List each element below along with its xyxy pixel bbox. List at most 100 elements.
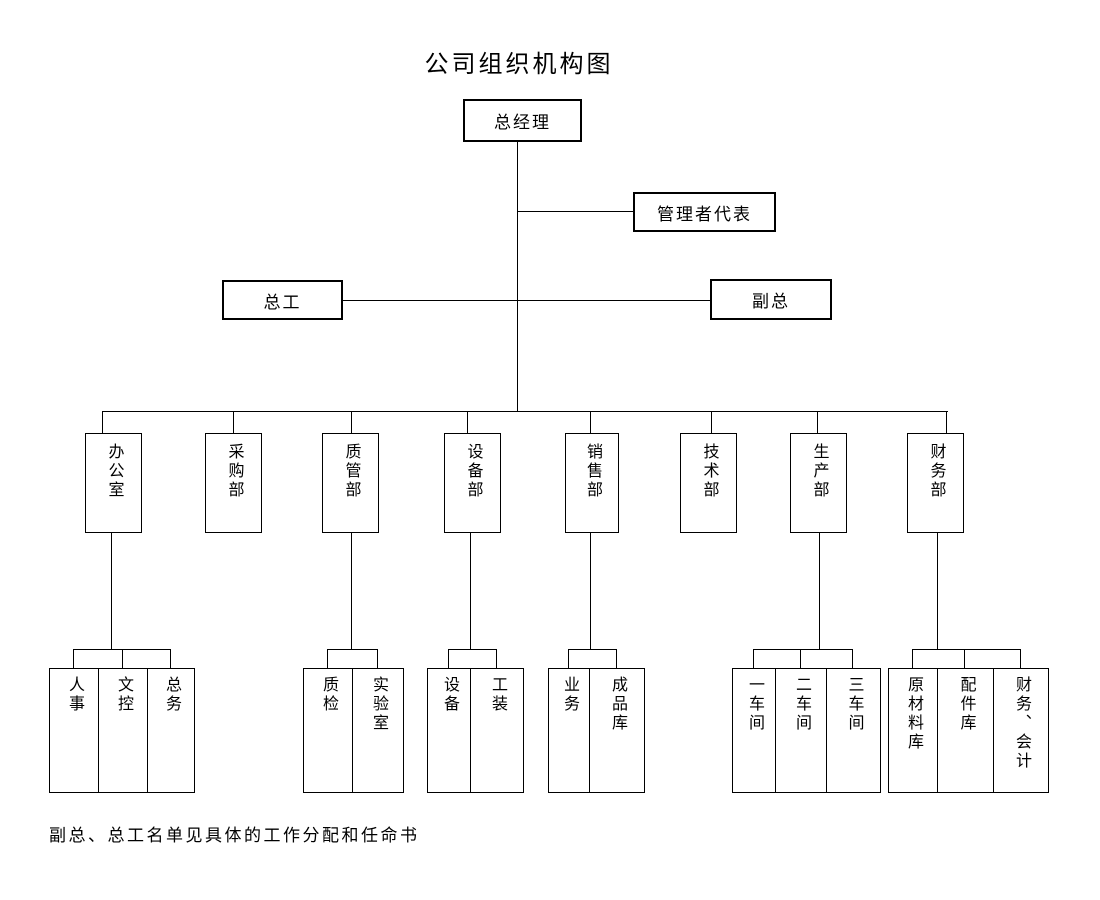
sub-box-hr: 人事 [49,668,99,793]
footnote: 副总、总工名单见具体的工作分配和任命书 [49,826,420,845]
box-chief-engineer: 总工 [222,280,343,320]
bracket-finance [912,649,1021,650]
sub-box-workshop-2: 二车间 [775,668,827,793]
general-manager-label: 总经理 [494,113,551,132]
connector-stub-office [102,411,103,433]
dept-box-production: 生产部 [790,433,847,533]
connector-stub-technology [711,411,712,433]
sub-box-parts: 配件库 [937,668,994,793]
sub-box-quality-inspection: 质检 [303,668,353,793]
bracket-quality-stub-2 [377,649,378,668]
sub-business-label: 业务 [561,676,578,714]
bracket-finance-stub-2 [964,649,965,668]
sub-workshop-3-label: 三车间 [845,676,863,733]
dept-box-quality: 质管部 [322,433,379,533]
sub-finished-goods-label: 成品库 [609,676,626,733]
sub-box-laboratory: 实验室 [352,668,404,793]
bracket-sales [568,649,617,650]
box-management-representative: 管理者代表 [633,192,776,232]
bracket-finance-stub-3 [1020,649,1021,668]
sub-raw-materials-label: 原材料库 [905,676,922,752]
deputy-general-manager-label: 副总 [752,292,790,311]
connector-trunk-vertical [517,141,518,411]
connector-office-children [111,533,112,649]
dept-production-label: 生产部 [810,443,828,500]
sub-box-business: 业务 [548,668,590,793]
sub-box-workshop-1: 一车间 [732,668,776,793]
management-representative-label: 管理者代表 [657,204,752,224]
sub-box-raw-materials: 原材料库 [888,668,938,793]
dept-box-sales: 销售部 [565,433,619,533]
subgroup-quality: 质检 实验室 [303,668,404,793]
sub-doc-control-label: 文控 [115,676,132,714]
dept-box-purchasing: 采购部 [205,433,262,533]
bracket-equipment-stub-1 [448,649,449,668]
sub-workshop-2-label: 二车间 [793,676,810,733]
sub-box-workshop-3: 三车间 [826,668,881,793]
bracket-equipment-stub-2 [496,649,497,668]
bracket-production-stub-2 [800,649,801,668]
connector-stub-finance [946,411,947,433]
dept-box-technology: 技术部 [680,433,737,533]
dept-box-finance: 财务部 [907,433,964,533]
connector-finance-children [937,533,938,649]
bracket-quality-stub-1 [327,649,328,668]
dept-box-office: 办公室 [85,433,142,533]
connector-sales-children [590,533,591,649]
page-title: 公司组织机构图 [424,51,614,78]
sub-workshop-1-label: 一车间 [746,676,763,733]
sub-box-general-affairs: 总务 [147,668,195,793]
sub-equipment-label: 设备 [441,676,458,714]
subgroup-sales: 业务 成品库 [548,668,645,793]
dept-quality-label: 质管部 [342,443,360,500]
box-general-manager: 总经理 [463,99,582,142]
bracket-office-stub-3 [170,649,171,668]
chief-engineer-label: 总工 [263,292,302,312]
connector-management-representative [517,211,633,212]
sub-box-finance-accounting: 财务、会计 [993,668,1049,793]
sub-hr-label: 人事 [66,676,83,714]
sub-finance-accounting-label: 财务、会计 [1013,676,1030,771]
connector-quality-children [351,533,352,649]
bracket-sales-stub-1 [568,649,569,668]
sub-box-tooling: 工装 [470,668,524,793]
bracket-office-stub-1 [73,649,74,668]
connector-stub-purchasing [233,411,234,433]
sub-quality-inspection-label: 质检 [320,676,337,714]
bracket-finance-stub-1 [912,649,913,668]
subgroup-finance: 原材料库 配件库 财务、会计 [888,668,1049,793]
connector-production-children [819,533,820,649]
bracket-office-stub-2 [122,649,123,668]
connector-stub-equipment [467,411,468,433]
sub-tooling-label: 工装 [489,676,506,714]
dept-equipment-label: 设备部 [464,443,482,500]
dept-purchasing-label: 采购部 [225,443,243,500]
bracket-sales-stub-2 [616,649,617,668]
box-deputy-general-manager: 副总 [710,279,832,320]
dept-technology-label: 技术部 [700,443,718,500]
sub-general-affairs-label: 总务 [163,676,180,714]
connector-stub-sales [590,411,591,433]
connector-stub-production [817,411,818,433]
bracket-equipment [448,649,497,650]
dept-sales-label: 销售部 [584,443,601,500]
sub-laboratory-label: 实验室 [370,676,387,733]
subgroup-production: 一车间 二车间 三车间 [732,668,881,793]
subgroup-equipment: 设备 工装 [427,668,524,793]
subgroup-office: 人事 文控 总务 [49,668,195,793]
dept-box-equipment: 设备部 [444,433,501,533]
sub-box-finished-goods: 成品库 [589,668,645,793]
bracket-production [753,649,853,650]
connector-stub-quality [351,411,352,433]
bracket-production-stub-3 [852,649,853,668]
bracket-quality [327,649,378,650]
connector-departments-horizontal [102,411,948,412]
sub-parts-label: 配件库 [957,676,975,733]
bracket-production-stub-1 [753,649,754,668]
connector-equipment-children [470,533,471,649]
dept-office-label: 办公室 [105,443,123,500]
sub-box-doc-control: 文控 [98,668,148,793]
sub-box-equipment: 设备 [427,668,471,793]
connector-chief-deputy [343,300,710,301]
